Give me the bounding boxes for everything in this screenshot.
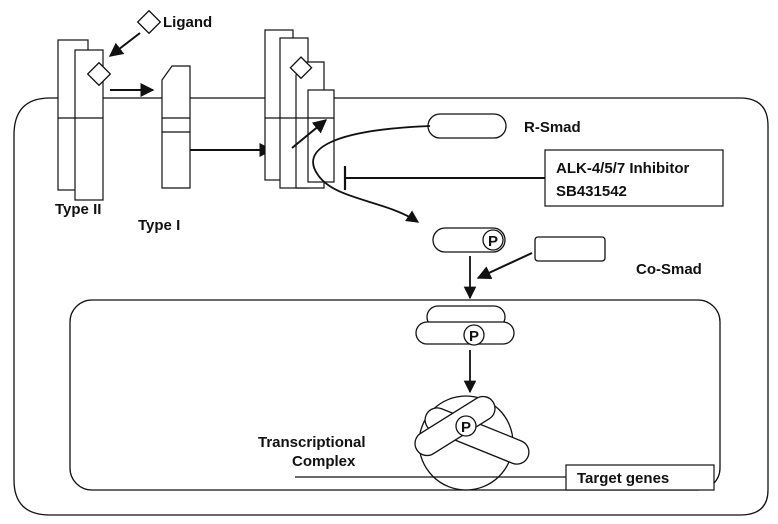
r-smad-shape [428,114,506,138]
smad-complex [416,306,514,345]
type-ii-label: Type II [55,201,101,218]
phospho-label-1: P [488,233,498,250]
type-i-label: Type I [138,217,180,234]
co-smad-shape [535,237,605,261]
r-smad-label: R-Smad [524,119,581,136]
co-smad-label: Co-Smad [636,261,702,278]
phospho-label-2: P [469,328,479,345]
nucleus [70,300,720,490]
phospho-label-3: P [461,419,471,436]
ligand-binding-arrow [110,33,140,56]
inhibitor-label-line2: SB431542 [556,183,627,200]
transcriptional-complex [410,392,532,490]
type-i-receptor [162,66,190,188]
inhibitor-label-line1: ALK-4/5/7 Inhibitor [556,160,690,177]
type-ii-receptor [58,40,103,200]
co-smad-join-arrow [478,253,532,278]
target-genes-label: Target genes [577,470,669,487]
transcriptional-label-line1: Transcriptional [258,434,366,451]
receptor-complex [265,30,334,188]
ligand-label: Ligand [163,14,212,31]
ligand-free-icon [138,11,161,34]
transcriptional-label-line2: Complex [292,453,356,470]
